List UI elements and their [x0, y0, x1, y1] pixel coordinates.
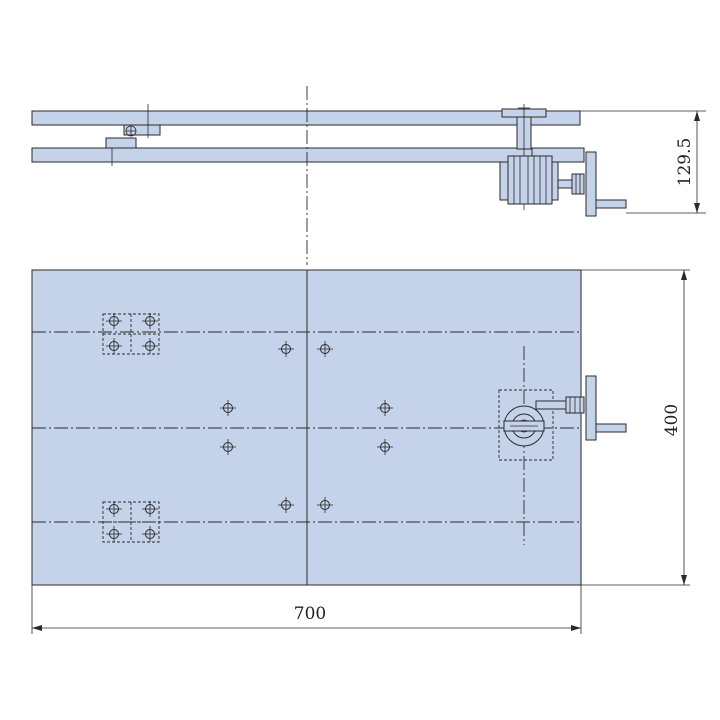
- side-upper-plate: [31, 110, 581, 126]
- side-clamp-mechanism: [499, 104, 627, 217]
- side-lower-plate: [31, 147, 533, 163]
- bolt-hole: [142, 501, 158, 517]
- bolt-hole: [142, 338, 158, 354]
- top-clamp-mechanism: [498, 375, 627, 461]
- slider-block-upper: [102, 313, 160, 355]
- side-view: 129.5: [31, 86, 706, 265]
- bolt-hole: [317, 341, 333, 357]
- bolt-hole: [317, 497, 333, 513]
- bolt-hole: [106, 313, 122, 329]
- bolt-hole: [106, 338, 122, 354]
- bolt-hole: [377, 439, 393, 455]
- dimension-height-label: 400: [662, 404, 682, 436]
- bolt-holes: [106, 313, 393, 542]
- top-view: 400 700: [31, 269, 690, 634]
- bolt-hole: [278, 341, 294, 357]
- bolt-hole: [377, 400, 393, 416]
- dimension-width-label: 700: [294, 604, 326, 624]
- dimension-side-height: 129.5: [580, 110, 706, 214]
- slider-block-lower: [102, 501, 160, 543]
- dimension-side-height-label: 129.5: [675, 138, 695, 187]
- bolt-hole: [106, 501, 122, 517]
- bolt-hole: [142, 526, 158, 542]
- bolt-hole: [142, 313, 158, 329]
- dimension-width: 700: [31, 585, 582, 634]
- bolt-hole: [278, 497, 294, 513]
- bolt-hole: [106, 526, 122, 542]
- bolt-hole: [220, 400, 236, 416]
- side-slider-block: [105, 104, 161, 166]
- bolt-hole: [220, 439, 236, 455]
- dimension-height: 400: [581, 269, 690, 586]
